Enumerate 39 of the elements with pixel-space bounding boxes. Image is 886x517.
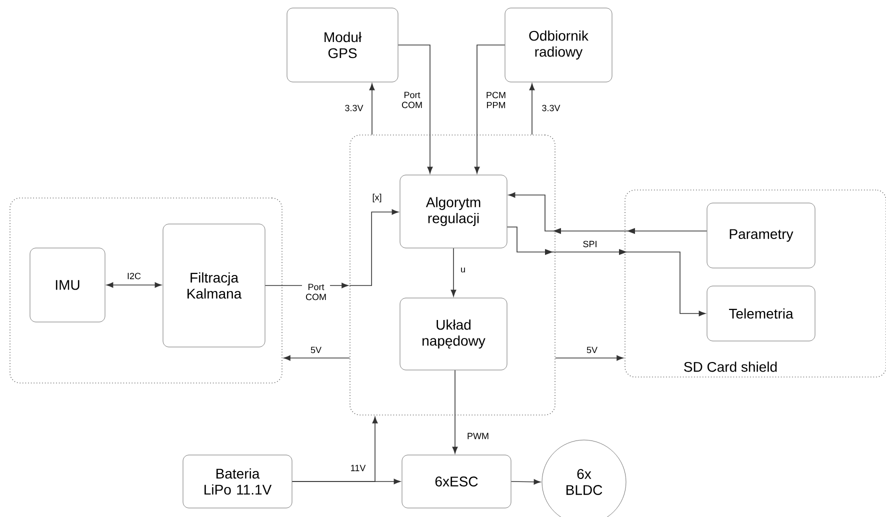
process-box: Filtracja Kalmana xyxy=(162,224,266,348)
process-box: Algorytm regulacji xyxy=(400,174,508,248)
edge-label: I2C xyxy=(126,272,142,280)
edge-label: Port COM xyxy=(302,282,330,302)
edge-label: 11V xyxy=(349,464,367,472)
edge-label: 3.3V xyxy=(540,104,562,112)
arrow xyxy=(510,479,541,485)
arrow xyxy=(106,282,162,288)
process-box: Układ napędowy xyxy=(400,298,508,370)
arrow xyxy=(284,355,350,361)
process-box: Telemetria xyxy=(706,286,816,342)
arrow xyxy=(474,44,506,174)
arrow xyxy=(508,192,708,234)
arrow xyxy=(398,44,433,174)
arrow xyxy=(349,209,399,286)
process-box: Parametry xyxy=(706,202,816,268)
module-group xyxy=(350,134,556,416)
arrow xyxy=(529,83,535,135)
edge-label: [x] xyxy=(371,192,383,204)
arrow xyxy=(555,355,624,361)
edge-label: 3.3V xyxy=(344,104,364,112)
arrow xyxy=(506,226,706,316)
process-box: IMU xyxy=(30,248,106,322)
edge-label: Port COM xyxy=(398,90,426,110)
module-group xyxy=(10,198,282,384)
process-box: 6xESC xyxy=(402,454,512,508)
arrow xyxy=(292,416,378,482)
process-box: Moduł GPS xyxy=(286,8,398,82)
process-box: Bateria LiPo 11.1V xyxy=(182,454,292,508)
edge-label: u xyxy=(460,266,466,274)
edge-label: PWM xyxy=(466,432,490,440)
edge-label: 5V xyxy=(310,346,322,354)
edge-label: PCM PPM xyxy=(482,90,510,110)
edge-label: 5V xyxy=(586,346,599,354)
process-box: Odbiornik radiowy xyxy=(504,8,612,82)
arrow xyxy=(452,370,458,454)
edge-label: SPI xyxy=(582,240,598,248)
arrow xyxy=(369,83,375,135)
arrow xyxy=(450,248,456,297)
